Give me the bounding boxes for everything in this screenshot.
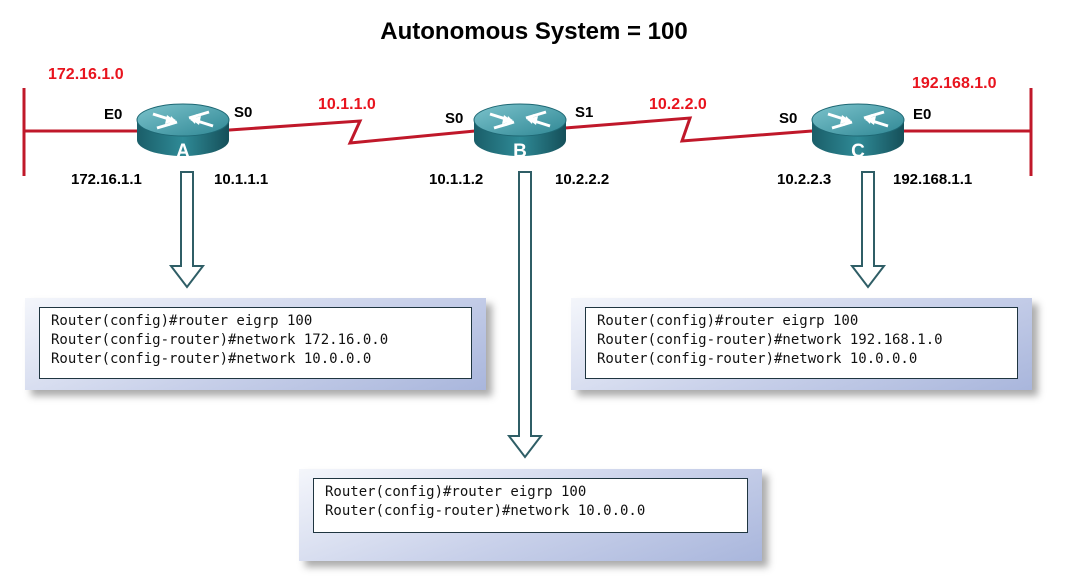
config-text-router-b: Router(config)#router eigrp 100 Router(c… — [313, 478, 748, 533]
config-line: Router(config-router)#network 172.16.0.0 — [51, 332, 389, 348]
arrow-down-icon-a — [168, 171, 206, 289]
ethernet-segment-left — [22, 88, 150, 176]
config-panel-router-a: Router(config)#router eigrp 100 Router(c… — [25, 298, 486, 390]
router-a-if-left: E0 — [104, 106, 123, 123]
network-label-right: 192.168.1.0 — [912, 75, 997, 92]
serial-link-bc — [564, 116, 813, 143]
config-text-router-c: Router(config)#router eigrp 100 Router(c… — [585, 307, 1018, 379]
router-a-ip-left: 172.16.1.1 — [71, 171, 142, 188]
router-b-if-left: S0 — [445, 110, 464, 127]
config-line: Router(config-router)#network 10.0.0.0 — [51, 351, 372, 367]
network-label-bc: 10.2.2.0 — [649, 96, 707, 113]
diagram-title: Autonomous System = 100 — [380, 18, 688, 45]
router-c-if-left: S0 — [779, 110, 798, 127]
config-line: Router(config)#router eigrp 100 — [597, 313, 859, 329]
config-panel-router-b: Router(config)#router eigrp 100 Router(c… — [299, 469, 762, 561]
arrow-down-icon-b — [506, 171, 544, 459]
router-b-if-right: S1 — [575, 104, 594, 121]
serial-link-ab — [214, 119, 476, 145]
arrow-down-icon-c — [849, 171, 887, 289]
router-a-icon[interactable] — [136, 103, 230, 156]
router-b-icon[interactable] — [473, 103, 567, 156]
router-a-letter: A — [176, 141, 190, 162]
ethernet-segment-right — [890, 88, 1033, 176]
router-b-ip-left: 10.1.1.2 — [429, 171, 484, 188]
config-text-router-a: Router(config)#router eigrp 100 Router(c… — [39, 307, 472, 379]
config-line: Router(config-router)#network 192.168.1.… — [597, 332, 943, 348]
network-label-left: 172.16.1.0 — [48, 66, 124, 83]
config-line: Router(config-router)#network 10.0.0.0 — [597, 351, 918, 367]
config-line: Router(config)#router eigrp 100 — [51, 313, 313, 329]
router-c-letter: C — [851, 141, 865, 162]
config-line: Router(config)#router eigrp 100 — [325, 484, 587, 500]
network-label-ab: 10.1.1.0 — [318, 96, 376, 113]
router-c-if-right: E0 — [913, 106, 932, 123]
router-c-ip-left: 10.2.2.3 — [777, 171, 832, 188]
config-panel-router-c: Router(config)#router eigrp 100 Router(c… — [571, 298, 1032, 390]
config-line: Router(config-router)#network 10.0.0.0 — [325, 503, 646, 519]
router-a-ip-right: 10.1.1.1 — [214, 171, 269, 188]
router-b-ip-right: 10.2.2.2 — [555, 171, 610, 188]
router-c-ip-right: 192.168.1.1 — [893, 171, 973, 188]
router-a-if-right: S0 — [234, 104, 253, 121]
router-b-letter: B — [513, 141, 527, 162]
router-c-icon[interactable] — [811, 103, 905, 156]
